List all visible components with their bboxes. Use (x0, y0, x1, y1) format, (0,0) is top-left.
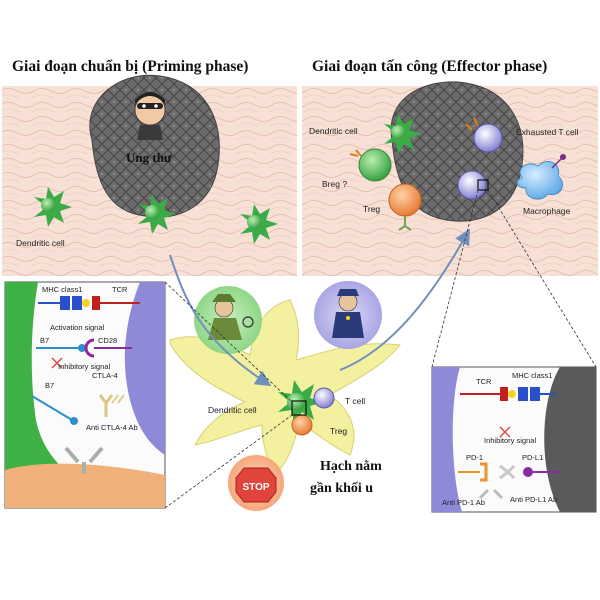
dendritic-cell-left (34, 187, 72, 227)
tcell-membrane (124, 282, 165, 455)
priming-synapse-inset: MHC class1 TCR Activation signal B7 CD28… (4, 281, 166, 509)
b7-ctla4-pair (31, 394, 125, 425)
priming-dendritic-label: Dendritic cell (16, 238, 65, 248)
exhausted-label-line: Exhausted T cell (516, 127, 579, 137)
right-dashed-right (487, 189, 597, 368)
right-inhibitory-label: Inhibitory signal (484, 436, 536, 445)
effector-tumor-mass (390, 81, 524, 222)
right-tumor-membrane (544, 367, 596, 512)
police-icon (332, 289, 364, 338)
priming-phase-heading: Giai đoạn chuẩn bị (Priming phase) (12, 58, 249, 75)
anti-pdl1-label: Anti PD-L1 Ab (510, 495, 557, 504)
left-dashed-top (164, 281, 293, 403)
lymph-node-shape (169, 299, 401, 476)
ctla4-label: CTLA-4 (92, 371, 118, 380)
right-tcr-mhc-pair (460, 387, 556, 401)
right-inhibitory-x-icon (499, 426, 511, 438)
arrow-priming-to-node (169, 254, 272, 387)
activation-signal-label: Activation signal (50, 323, 105, 332)
b7-cd28-pair (36, 338, 132, 358)
stop-sign-text: STOP (242, 482, 269, 493)
left-dashed-bottom (164, 414, 293, 509)
lymph-caption-line2: gần khối u (310, 481, 373, 496)
lymph-caption-line1: Hạch nằm (320, 459, 382, 474)
dendritic-membrane (5, 282, 90, 490)
right-dashed-left (431, 189, 479, 368)
exhausted-t-cell (457, 117, 503, 200)
b7-bottom-label: B7 (45, 381, 54, 390)
ln-tcell-label: T cell (345, 396, 365, 406)
effector-panel: Dendritic cell Breg ? Treg Exhausted T c… (302, 81, 598, 276)
dendritic-cell-right (240, 204, 278, 244)
pd1-pdl1-pair (458, 462, 560, 500)
ln-dendritic-label: Dendritic cell (208, 405, 257, 415)
anti-pd1-label: Anti PD-1 Ab (442, 498, 485, 507)
mhc-tcr-pair (38, 296, 140, 310)
macrophage-cell (516, 154, 566, 200)
macrophage-label: Macrophage (523, 206, 571, 216)
detective-icon (208, 294, 254, 340)
right-mhc-label: MHC class1 (512, 371, 552, 380)
thief-icon (134, 92, 166, 140)
tumor-label: Ung thư (126, 150, 172, 165)
priming-panel: Ung thư Dendritic cell (2, 74, 297, 276)
dendritic-cell-center (138, 194, 176, 234)
treg-receptor-icon (64, 446, 104, 474)
left-mhc-label: MHC class1 (42, 285, 82, 294)
effector-treg-cell (388, 183, 422, 231)
breg-label: Breg ? (322, 179, 347, 189)
effector-phase-heading: Giai đoạn tấn công (Effector phase) (312, 58, 548, 75)
ln-treg-label: Treg (330, 426, 347, 436)
right-tcell-membrane (432, 367, 462, 512)
effector-dendritic-label: Dendritic cell (309, 126, 358, 136)
right-tcr-label: TCR (476, 377, 492, 386)
breg-cell (349, 148, 392, 182)
pdl1-label: PD-L1 (522, 453, 543, 462)
arrow-node-to-effector (339, 228, 470, 371)
ln-treg-cell (291, 414, 313, 436)
lymph-node: Dendritic cell T cell Treg Hạch nằm gần … (169, 281, 401, 511)
connectors (164, 189, 597, 509)
anti-ctla4-label: Anti CTLA-4 Ab (86, 423, 138, 432)
effector-synapse-inset: TCR MHC class1 Inhibitory signal PD-1 PD… (431, 366, 597, 513)
stop-sign-icon: STOP (235, 467, 277, 503)
tumor-mass (89, 74, 220, 218)
effector-dendritic-cell (384, 114, 422, 154)
b7-top-label: B7 (40, 336, 49, 345)
pd1-label: PD-1 (466, 453, 483, 462)
inhibitory-x-icon (51, 357, 63, 369)
left-inhibitory-label: Inhibitory signal (58, 362, 110, 371)
effector-zoom-box (477, 179, 489, 191)
treg-membrane (5, 463, 165, 508)
effector-treg-label: Treg (363, 204, 380, 214)
left-tcr-label: TCR (112, 285, 128, 294)
cd28-label: CD28 (98, 336, 117, 345)
ln-t-cell (313, 387, 335, 409)
ln-zoom-box (291, 400, 307, 416)
